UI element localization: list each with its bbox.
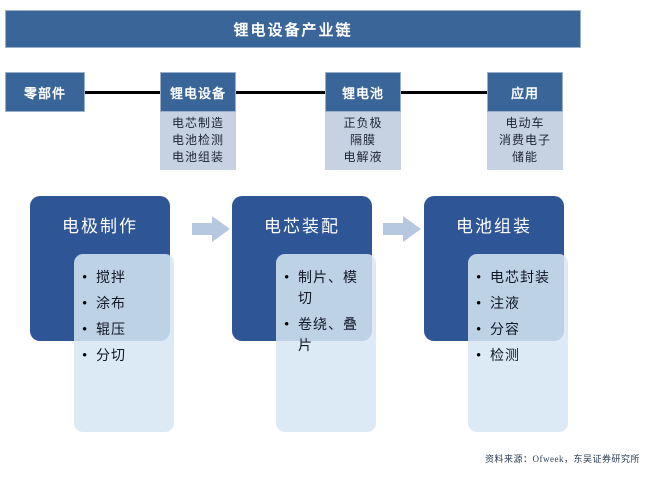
process-stage-electrode-production[interactable]: 电极制作 搅拌 涂布 辊压 分切 [30, 196, 192, 432]
source-note: 资料来源：Ofweek，东吴证券研究所 [485, 454, 640, 464]
chain-node-application[interactable]: 应用 电动车 消费电子 储能 [487, 72, 563, 170]
stage-title: 电极制作 [62, 217, 138, 236]
chain-sub-item: 电池组装 [171, 150, 224, 164]
chain-node-label: 零部件 [5, 72, 85, 112]
stage-step-panel: 制片、模切 卷绕、叠片 [276, 254, 376, 432]
chain-sub-item: 隔膜 [349, 133, 376, 147]
chain-node-sublist: 电动车 消费电子 储能 [487, 112, 563, 170]
chain-sub-item: 电解液 [343, 150, 383, 164]
chain-node-components[interactable]: 零部件 [5, 72, 85, 112]
chain-node-equipment[interactable]: 锂电设备 电芯制造 电池检测 电池组装 [160, 72, 236, 170]
stage-step-item: 分容 [476, 320, 564, 341]
chain-connector-line [399, 91, 489, 94]
stage-step-item: 涂布 [82, 294, 170, 315]
stage-step-item: 检测 [476, 346, 564, 367]
stage-step-item: 分切 [82, 346, 170, 367]
stage-step-list: 搅拌 涂布 辊压 分切 [80, 268, 170, 367]
process-stage-cell-assembly[interactable]: 电芯装配 制片、模切 卷绕、叠片 [232, 196, 394, 432]
chain-sub-item: 正负极 [343, 116, 383, 130]
stage-title: 电池组装 [456, 217, 532, 236]
chain-sub-item: 储能 [511, 150, 538, 164]
chain-sub-item: 消费电子 [498, 133, 551, 147]
page-title: 锂电设备产业链 [233, 22, 353, 39]
manufacturing-process-row: 电极制作 搅拌 涂布 辊压 分切 电芯装配 制片、模切 卷绕、叠片 [0, 196, 648, 441]
chain-node-sublist: 电芯制造 电池检测 电池组装 [160, 112, 236, 170]
stage-step-item: 注液 [476, 294, 564, 315]
chain-node-label: 应用 [487, 72, 563, 112]
industry-chain-row: 零部件 锂电设备 电芯制造 电池检测 电池组装 锂电池 正负极 隔膜 电解液 应… [0, 72, 648, 182]
chain-connector-line [234, 91, 327, 94]
stage-step-item: 搅拌 [82, 268, 170, 289]
flow-arrow-right-icon [192, 214, 232, 244]
chain-node-sublist: 正负极 隔膜 电解液 [325, 112, 401, 170]
chain-sub-item: 电池检测 [171, 133, 224, 147]
stage-step-panel: 搅拌 涂布 辊压 分切 [74, 254, 174, 432]
stage-step-list: 制片、模切 卷绕、叠片 [282, 268, 372, 357]
stage-title: 电芯装配 [264, 217, 340, 236]
chain-node-battery[interactable]: 锂电池 正负极 隔膜 电解液 [325, 72, 401, 170]
chain-sub-item: 电动车 [505, 116, 545, 130]
process-stage-battery-assembly[interactable]: 电池组装 电芯封装 注液 分容 检测 [424, 196, 586, 432]
stage-step-item: 辊压 [82, 320, 170, 341]
stage-step-panel: 电芯封装 注液 分容 检测 [468, 254, 568, 432]
chain-node-label: 锂电设备 [160, 72, 236, 112]
chain-connector-line [84, 91, 162, 94]
flow-arrow-right-icon [383, 214, 423, 244]
stage-step-item: 卷绕、叠片 [284, 315, 372, 357]
stage-step-list: 电芯封装 注液 分容 检测 [474, 268, 564, 367]
chain-node-label: 锂电池 [325, 72, 401, 112]
stage-step-item: 制片、模切 [284, 268, 372, 310]
chart-title-bar: 锂电设备产业链 [5, 10, 581, 48]
chain-sub-item: 电芯制造 [171, 116, 224, 130]
stage-step-item: 电芯封装 [476, 268, 564, 289]
